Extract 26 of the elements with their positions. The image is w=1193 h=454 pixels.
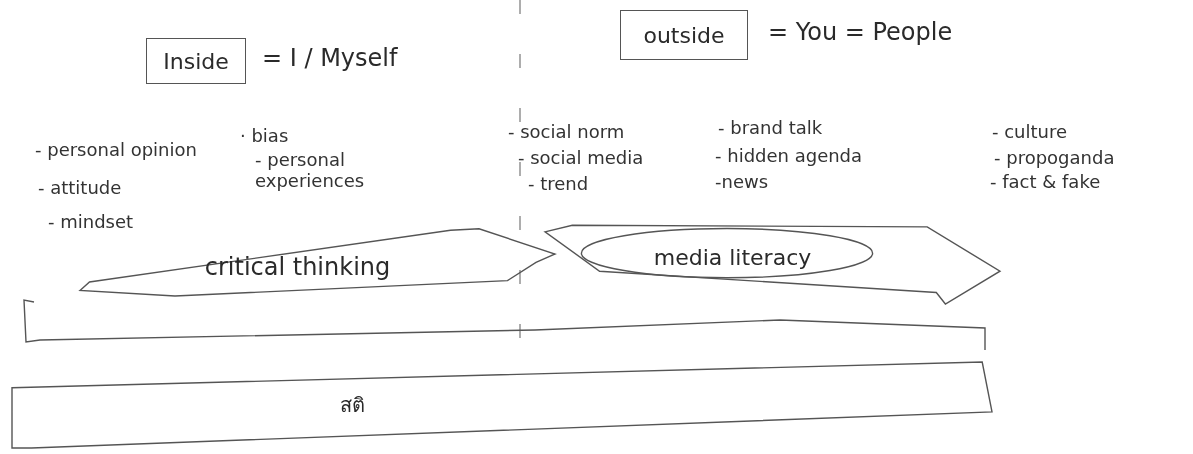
list-item: - propoganda: [994, 148, 1115, 169]
list-item: - attitude: [38, 178, 122, 199]
node-text: media literacy: [653, 244, 812, 270]
node-text: สติ: [339, 392, 365, 419]
label-box: [620, 10, 748, 60]
list-item: - personal experiences: [255, 150, 366, 192]
list-item: - mindset: [48, 212, 134, 233]
node-text: Inside: [163, 48, 229, 74]
list-item: - fact & fake: [990, 172, 1101, 193]
equation-text: = I / Myself: [262, 44, 398, 72]
node-text: outside: [643, 22, 725, 48]
list-item: - brand talk: [718, 118, 823, 139]
equation-text: = You = People: [768, 18, 953, 46]
list-item: - social norm: [508, 122, 625, 143]
node-text: critical thinking: [204, 253, 391, 281]
label-box: [146, 38, 246, 84]
band-shape: [12, 362, 992, 448]
list-item: · bias: [240, 126, 289, 147]
list-item: - personal opinion: [35, 140, 197, 161]
arrow-shape: [80, 226, 555, 296]
list-item: - culture: [992, 122, 1068, 143]
list-item: - trend: [528, 174, 589, 195]
list-item: - social media: [518, 148, 644, 169]
arrow-shape: [545, 222, 1000, 304]
list-item: -news: [715, 172, 769, 193]
list-item: - hidden agenda: [715, 146, 863, 167]
